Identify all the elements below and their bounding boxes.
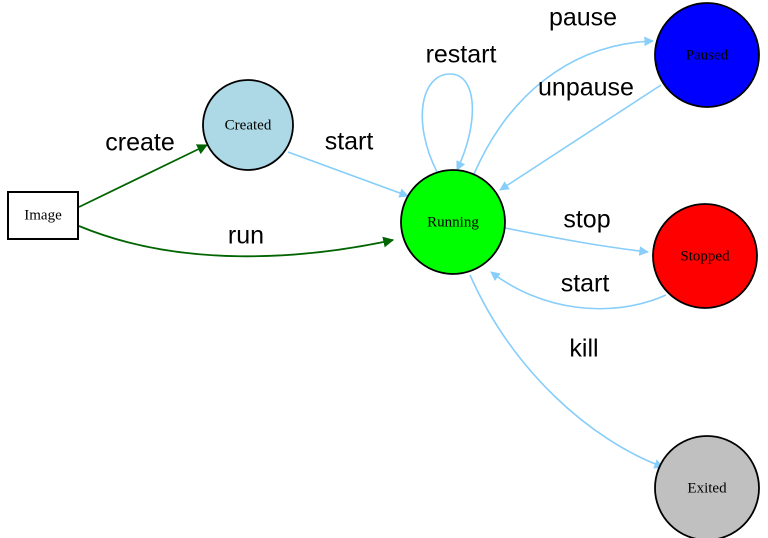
node-running-shape — [400, 169, 506, 275]
node-image-shape — [7, 191, 79, 240]
edge-unpause-label: unpause — [538, 74, 634, 102]
edge-kill[interactable]: kill — [469, 274, 664, 469]
edge-start-created-label: start — [325, 128, 374, 156]
edge-pause[interactable]: pause — [473, 4, 654, 175]
edge-stop-path — [504, 227, 649, 256]
node-stopped-shape — [652, 203, 758, 309]
node-paused-shape — [654, 2, 760, 108]
node-paused-label: Paused — [686, 47, 729, 63]
node-running[interactable]: Running — [400, 169, 506, 275]
node-paused[interactable]: Paused — [654, 2, 760, 108]
edge-restart-label: restart — [426, 41, 497, 69]
node-exited-shape — [654, 435, 760, 538]
edge-pause-path — [473, 36, 654, 175]
edge-unpause[interactable]: unpause — [499, 74, 662, 191]
edge-restart[interactable]: restart — [421, 41, 497, 173]
edge-start-stopped-path — [490, 271, 667, 310]
node-running-label: Running — [427, 214, 479, 230]
edge-run[interactable]: run — [78, 222, 395, 258]
edge-create-label: create — [105, 129, 174, 157]
node-exited[interactable]: Exited — [654, 435, 760, 538]
edge-create-path — [78, 144, 208, 208]
node-exited-label: Exited — [687, 480, 727, 496]
node-stopped[interactable]: Stopped — [652, 203, 758, 309]
edge-pause-label: pause — [549, 4, 617, 32]
edge-stop[interactable]: stop — [504, 206, 649, 256]
edge-restart-path — [421, 73, 474, 173]
node-stopped-label: Stopped — [680, 248, 730, 264]
node-created-label: Created — [225, 117, 272, 133]
edge-start-created[interactable]: start — [287, 128, 409, 198]
edge-create[interactable]: create — [78, 129, 208, 208]
node-created[interactable]: Created — [202, 79, 294, 171]
edge-unpause-path — [499, 84, 662, 191]
edge-start-stopped-label: start — [561, 270, 610, 298]
edge-kill-label: kill — [569, 335, 598, 363]
edge-run-label: run — [228, 222, 264, 250]
edge-run-path — [78, 225, 395, 258]
edge-kill-path — [469, 274, 664, 469]
edge-start-created-path — [287, 151, 409, 198]
node-image-label: Image — [24, 207, 62, 223]
edge-start-stopped[interactable]: start — [490, 270, 667, 310]
edge-stop-label: stop — [563, 206, 610, 234]
node-image[interactable]: Image — [7, 191, 79, 240]
node-created-shape — [202, 79, 294, 171]
